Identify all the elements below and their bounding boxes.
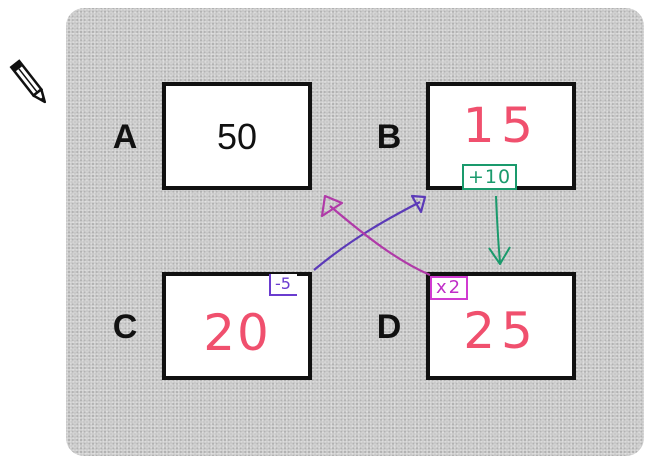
box-d-value: 25 xyxy=(463,302,539,360)
box-d: 25 xyxy=(426,272,576,380)
box-b-value: 15 xyxy=(462,98,540,154)
box-c-value: 20 xyxy=(203,304,271,362)
box-c: 20 xyxy=(162,272,312,380)
box-label-b: B xyxy=(376,118,402,156)
box-d-operation: x2 xyxy=(430,276,469,300)
box-label-d: D xyxy=(376,308,402,346)
box-a-value: 50 xyxy=(216,116,258,157)
box-label-c: C xyxy=(112,308,138,346)
pencil-icon xyxy=(9,59,47,104)
box-b-operation: +10 xyxy=(462,164,518,190)
box-c-operation: -5 xyxy=(269,274,297,296)
box-label-a: A xyxy=(112,118,138,156)
gray-board xyxy=(66,8,644,456)
box-a: 50 xyxy=(162,82,312,190)
